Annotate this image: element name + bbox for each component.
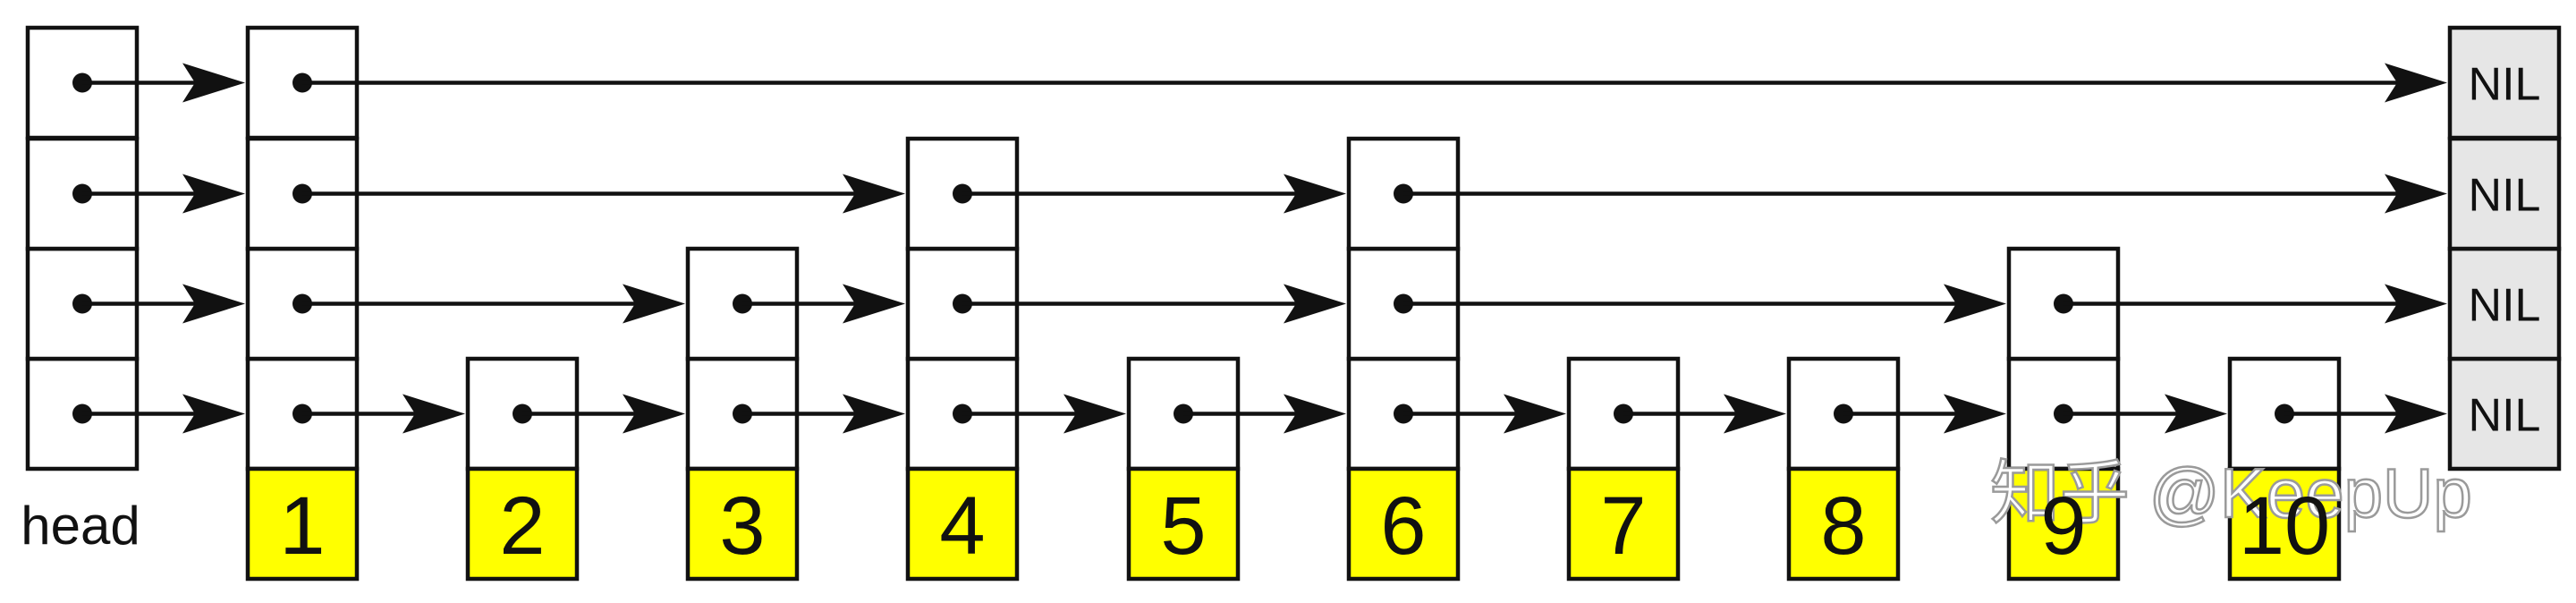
watermark: 知乎 @KeepUp bbox=[1990, 454, 2472, 532]
arrow-head bbox=[843, 284, 905, 324]
nil-box-level-2 bbox=[2447, 246, 2562, 361]
arrow-head bbox=[182, 174, 245, 214]
node-1-key-label: 1 bbox=[279, 480, 325, 572]
node-3-key-label: 3 bbox=[719, 480, 765, 572]
arrow-head bbox=[182, 284, 245, 324]
arrow-head bbox=[402, 394, 465, 434]
nil-box-level-1 bbox=[2447, 356, 2562, 471]
arrow-head bbox=[2385, 63, 2447, 103]
node-1-key-box bbox=[245, 466, 360, 582]
arrow-head bbox=[1944, 284, 2006, 324]
arrow-head bbox=[1284, 174, 1346, 214]
arrow-head bbox=[1504, 394, 1566, 434]
nil-box-level-4 bbox=[2447, 25, 2562, 140]
node-3-key-box bbox=[685, 466, 800, 582]
arrow-head bbox=[1284, 394, 1346, 434]
arrow-head bbox=[623, 394, 685, 434]
node-10-key-box bbox=[2227, 466, 2342, 582]
nil-box-level-3 bbox=[2447, 136, 2562, 251]
arrow-head bbox=[843, 174, 905, 214]
arrow-head bbox=[1724, 394, 1786, 434]
node-8-key-label: 8 bbox=[1820, 480, 1866, 572]
nil-label-level-1: NIL bbox=[2469, 390, 2541, 442]
node-9-key-box bbox=[2006, 466, 2121, 582]
arrow-head bbox=[2165, 394, 2227, 434]
node-4-key-box bbox=[905, 466, 1020, 582]
labels-layer: head 知乎 @KeepUp 1 2 3 4 5 6 7 8 9 10 NIL NIL NIL NIL bbox=[21, 59, 2540, 573]
arrow-head bbox=[623, 284, 685, 324]
arrow-head bbox=[2385, 174, 2447, 214]
nil-label-level-2: NIL bbox=[2469, 280, 2541, 332]
arrow-head bbox=[1063, 394, 1126, 434]
node-2-key-box bbox=[465, 466, 580, 582]
node-7-key-box bbox=[1566, 466, 1681, 582]
node-5-key-box bbox=[1126, 466, 1241, 582]
pointers-layer bbox=[82, 63, 2447, 434]
nil-label-level-3: NIL bbox=[2469, 170, 2541, 222]
nil-label-level-4: NIL bbox=[2469, 59, 2541, 111]
node-4-key-label: 4 bbox=[939, 480, 985, 572]
node-9-key-label: 9 bbox=[2040, 480, 2086, 572]
arrow-head bbox=[2385, 394, 2447, 434]
node-10-key-label: 10 bbox=[2239, 480, 2330, 572]
node-6-key-box bbox=[1346, 466, 1461, 582]
node-6-key-label: 6 bbox=[1380, 480, 1426, 572]
node-5-key-label: 5 bbox=[1160, 480, 1206, 572]
node-8-key-box bbox=[1786, 466, 1901, 582]
arrow-head bbox=[2385, 284, 2447, 324]
arrow-head bbox=[843, 394, 905, 434]
arrow-head bbox=[1284, 284, 1346, 324]
arrow-head bbox=[182, 394, 245, 434]
arrow-head bbox=[1944, 394, 2006, 434]
head-label: head bbox=[21, 496, 140, 556]
arrow-head bbox=[182, 63, 245, 103]
node-2-key-label: 2 bbox=[499, 480, 545, 572]
node-7-key-label: 7 bbox=[1600, 480, 1646, 572]
